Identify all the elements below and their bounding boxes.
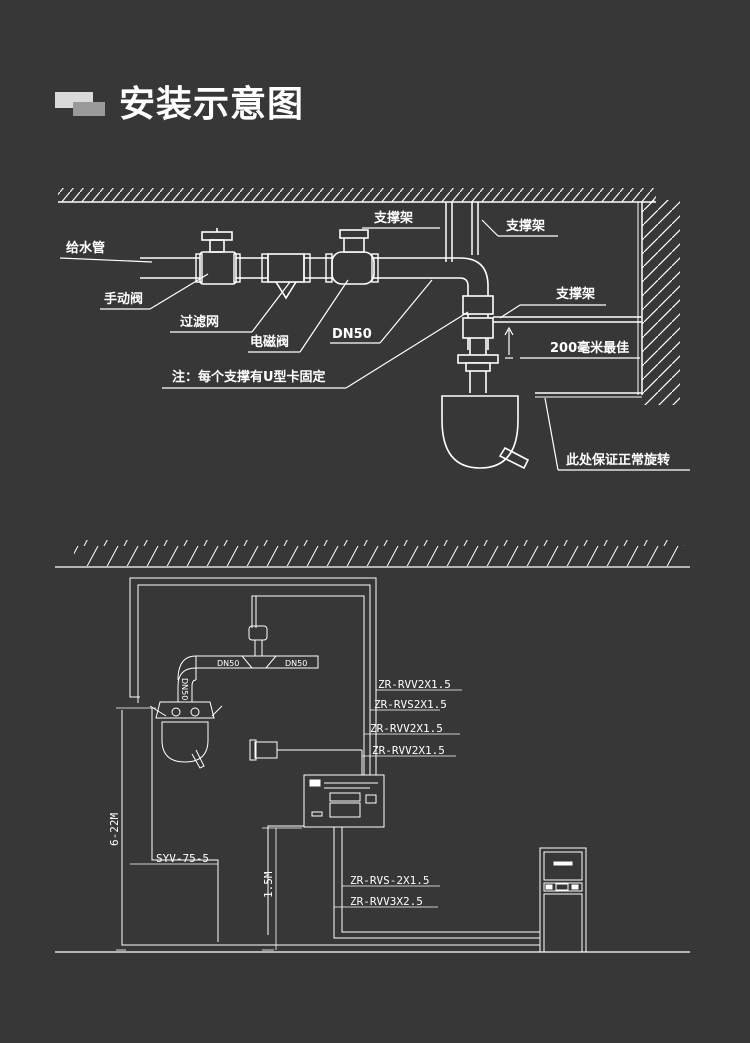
- label-distance: 200毫米最佳: [550, 340, 629, 356]
- cannon-head: [441, 395, 530, 470]
- vertical-pipe-fittings: [457, 295, 499, 393]
- pipe-couplings: [195, 253, 379, 283]
- support-bracket-vertical: [445, 202, 479, 262]
- distance-dimension: [504, 326, 514, 359]
- label-water-pipe: 给水管: [66, 240, 105, 256]
- support-bracket-horizontal: [493, 316, 642, 323]
- label-filter: 过滤网: [180, 314, 219, 330]
- filter: [267, 253, 305, 300]
- label-support-3: 支撑架: [555, 286, 595, 302]
- label-manual-valve: 手动阀: [104, 291, 143, 307]
- label-solenoid-valve: 电磁阀: [250, 334, 289, 350]
- page-title: 安装示意图: [119, 84, 305, 125]
- right-wall: [535, 200, 680, 405]
- leader-lines: [59, 219, 690, 471]
- water-pipe-horizontal: [140, 257, 489, 350]
- label-note: 注：每个支撑有U型卡固定: [172, 369, 326, 385]
- label-support-2: 支撑架: [505, 218, 545, 234]
- header-decoration-dark: [73, 102, 105, 116]
- ceiling: [58, 188, 656, 203]
- solenoid-valve: [331, 229, 375, 285]
- label-support-1: 支撑架: [373, 210, 413, 226]
- label-dn50: DN50: [332, 327, 372, 342]
- label-rotation: 此处保证正常旋转: [566, 452, 670, 468]
- manual-valve: [199, 228, 237, 285]
